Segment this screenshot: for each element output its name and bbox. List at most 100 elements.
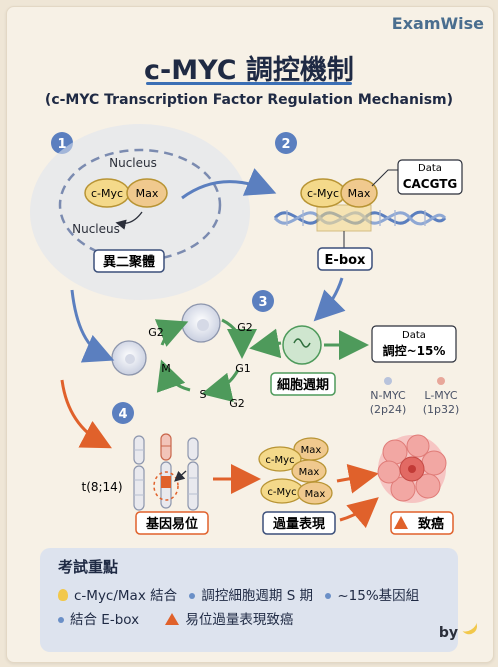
max-label-3: Max [301,445,322,456]
cmyc-label-3: c-Myc [265,455,294,466]
caption-ebox-text: E-box [325,253,367,268]
translocation-pointer-icon [174,470,187,482]
chromosome-8 [133,435,145,511]
cell-m-left [111,340,147,376]
brand-logo: ExamWise [391,14,484,33]
cell-active [282,325,322,365]
step-number-3: 3 [258,295,267,310]
caption-cancer: 致癌 [390,511,454,535]
step-badge-4: 4 [112,402,134,424]
caption-cell-cycle: 細胞週期 [270,372,336,396]
data-box-sequence: Data CACGTG [397,159,463,195]
bullet-icon [58,617,64,623]
caption-overexpression: 過量表現 [262,511,336,535]
data-label-2: Data [418,163,442,174]
page-subtitle: (c-MYC Transcription Factor Regulation M… [44,92,454,108]
page-title: c-MYC 調控機制 [144,55,354,86]
max-label-4: Max [299,467,320,478]
nucleus [30,124,250,300]
key-point-cell-cycle: 調控細胞週期 S 期 [189,584,313,604]
data-value-sequence: CACGTG [403,177,458,191]
lightbulb-icon [58,589,68,601]
phase-m: M [161,362,171,375]
step-number-2: 2 [281,137,290,152]
title-underline [146,82,352,85]
key-points-title: 考試重點 [58,558,119,576]
cell-g2-top [181,303,221,343]
phase-g2-right: G2 [237,321,253,334]
cmyc-label-1: c-Myc [91,187,123,200]
phase-g1: G1 [235,362,251,375]
arrow-ebox-to-cell [313,277,346,322]
data-value-regulation: 調控~15% [383,343,446,358]
nucleus-label-top: Nucleus [109,156,157,170]
key-point-genome: ~15%基因組 [325,584,419,604]
arrow-nucleus-to-dna [181,168,277,200]
nmyc-location: (2p24) [370,403,407,416]
caption-translocation-text: 基因易位 [145,516,198,532]
arrow-dimer-to-cell [70,289,115,363]
bullet-icon [325,593,332,599]
key-point-cancer-text: 易位過量表現致癌 [185,612,294,628]
key-point-cell-cycle-text: 調控細胞週期 S 期 [201,588,314,604]
translocation-highlight [153,471,179,501]
cmyc-max-bound [300,178,378,208]
arrow-to-translocation [60,379,112,449]
max-label-1: Max [136,187,159,200]
tumor-cluster [377,434,447,503]
caption-cell-cycle-text: 細胞週期 [277,377,329,393]
phase-g2-left: G2 [148,326,164,339]
caption-translocation: 基因易位 [135,511,209,535]
cycle-arrow-left-top [154,319,189,347]
arrow-cell-to-cycle [249,328,282,359]
max-label-2: Max [348,187,371,200]
phase-s: S [200,388,207,401]
cmyc-max-dimer [84,178,168,208]
key-points-row-1: c-Myc/Max 結合 調控細胞週期 S 期 ~15%基因組 [58,584,427,604]
key-point-binding-text: c-Myc/Max 結合 [74,588,178,604]
caption-heterodimer: 異二聚體 [93,249,165,273]
key-point-binding: c-Myc/Max 結合 [58,584,177,604]
cmyc-label-4: c-Myc [267,487,296,498]
caption-heterodimer-text: 異二聚體 [103,254,155,270]
max-label-5: Max [305,489,326,500]
data-label-3: Data [402,330,426,341]
cycle-arrow-top-right [221,318,257,359]
dimer-arrow-icon [115,211,143,230]
cycle-arrow-bottom-left [156,359,191,393]
bullet-icon [189,593,196,599]
nmyc-name: N-MYC [370,389,406,402]
step-badge-3: 3 [252,290,274,312]
banana-icon [460,618,480,638]
data-leader-line [371,169,398,187]
key-points-row-2: 結合 E-box 易位過量表現致癌 [58,608,301,628]
warning-icon [394,516,408,529]
chromosome-14 [187,437,199,511]
key-point-ebox: 結合 E-box [58,608,139,628]
arrow-overexpression-to-tumor [336,463,379,494]
key-point-genome-text: ~15%基因組 [337,588,420,604]
byline-text: by [438,625,458,641]
phase-g2-bottom: G2 [229,397,245,410]
step-badge-2: 2 [275,132,297,154]
lmyc-dot [437,377,445,385]
arrow-overexpression-to-cancer [339,497,379,529]
step-number-4: 4 [118,407,127,422]
translocation-label: t(8;14) [81,480,122,494]
cycle-arrow-right-bottom [201,369,240,403]
chromosome-derivative [160,433,172,509]
key-point-cancer: 易位過量表現致癌 [165,608,293,628]
overexpression-cluster [258,437,333,505]
nucleus-label-bottom: Nucleus [72,222,120,236]
caption-cancer-text: 致癌 [418,516,444,532]
caption-overexpression-text: 過量表現 [272,516,325,532]
key-point-ebox-text: 結合 E-box [70,612,140,628]
lmyc-name: L-MYC [424,389,458,402]
data-box-regulation: Data 調控~15% [371,325,457,363]
caption-ebox: E-box [317,247,373,271]
nmyc-dot [384,377,392,385]
cmyc-label-2: c-Myc [307,187,339,200]
warning-icon [165,613,180,625]
